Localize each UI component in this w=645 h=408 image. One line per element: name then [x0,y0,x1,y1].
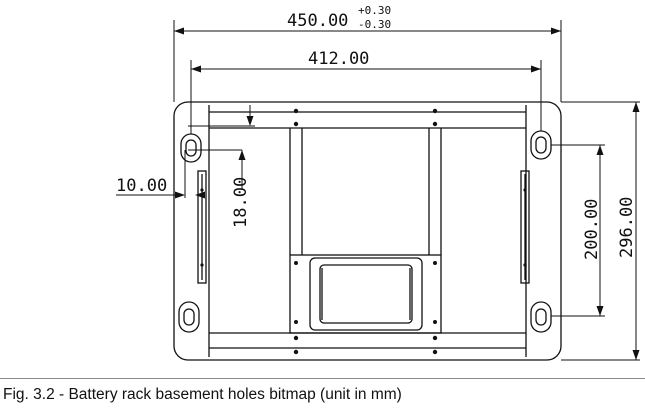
center-bracket [289,254,442,334]
left-side-bracket [197,170,207,284]
depth-dimension-label: 296.00 [617,197,637,258]
hole-spacing-x-label: 412.00 [308,49,369,69]
edge-offset-x-label: 10.00 [116,176,167,196]
center-window-inner [319,264,413,324]
edge-offset-y-label: 18.00 [231,177,251,228]
mount-hole-bottom-right [530,301,552,333]
arrowheads [174,27,640,360]
mount-hole-top-right-inner [535,136,547,154]
caption-divider [0,378,645,379]
mount-hole-bottom-left [178,301,200,333]
mount-hole-top-left [180,133,202,163]
mount-hole-bottom-left-inner [183,308,195,326]
width-tolerance-minus: -0.30 [358,18,391,31]
figure-caption: Fig. 3.2 - Battery rack basement holes b… [3,386,402,403]
mount-hole-bottom-right-inner [535,308,547,326]
base-plate-outline [173,101,562,361]
rack-base-drawing: 450.00 +0.30 -0.30 412.00 10.00 18.00 20… [116,4,640,361]
width-tolerance-plus: +0.30 [358,4,391,17]
mount-hole-top-right [530,130,552,160]
mount-hole-top-left-inner [185,139,197,157]
center-window-outer [309,257,423,331]
screw-dots [200,108,527,355]
hole-spacing-y-label: 200.00 [582,199,602,260]
right-side-bracket [520,170,530,284]
width-dimension-label: 450.00 [287,11,348,31]
